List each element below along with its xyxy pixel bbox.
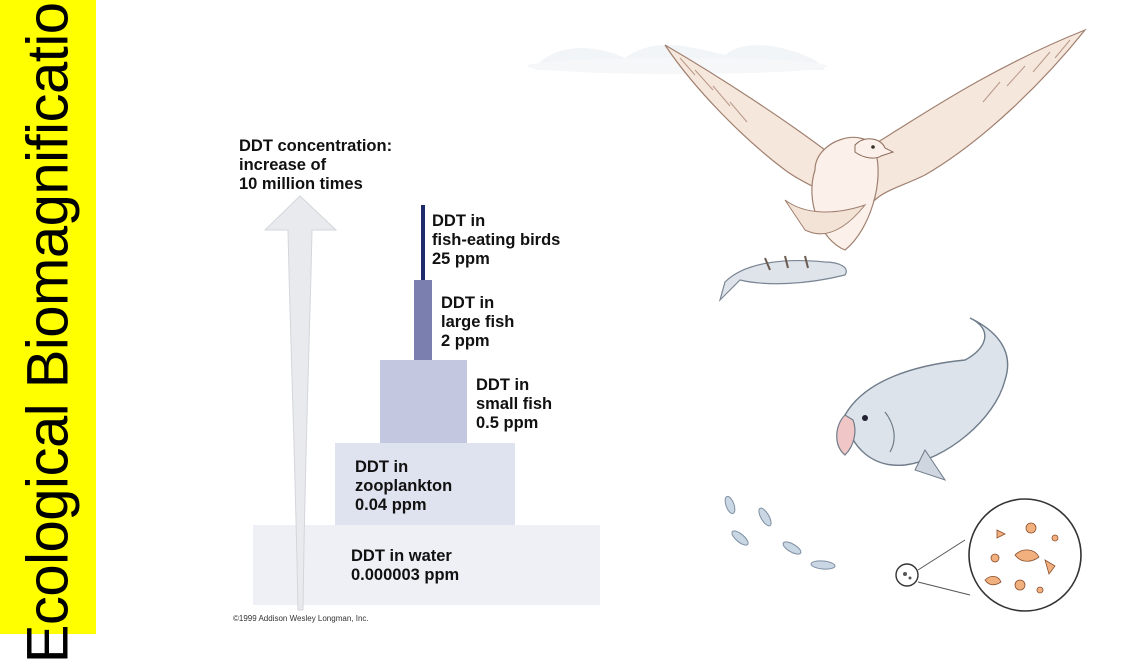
level-label-line: zooplankton xyxy=(355,477,452,496)
level-label-line: 25 ppm xyxy=(432,250,560,269)
level-label-line: DDT in water xyxy=(351,547,459,566)
level-label-line: small fish xyxy=(476,395,552,414)
birds-block xyxy=(421,205,425,280)
level-label-line: 0.000003 ppm xyxy=(351,566,459,585)
level-label-line: 0.5 ppm xyxy=(476,414,552,433)
level-label-line: fish-eating birds xyxy=(432,231,560,250)
arrow-label-line: DDT concentration: xyxy=(239,137,392,156)
level-label-line: large fish xyxy=(441,313,514,332)
level-label-line: 2 ppm xyxy=(441,332,514,351)
level-label-line: 0.04 ppm xyxy=(355,496,452,515)
arrow-label: DDT concentration: increase of 10 millio… xyxy=(239,137,392,194)
level-label-line: DDT in xyxy=(355,458,452,477)
small-fish-illustration xyxy=(723,495,835,570)
arrow-label-line: 10 million times xyxy=(239,175,392,194)
large-fish-illustration xyxy=(837,318,1008,480)
biomagnification-figure: DDT concentration: increase of 10 millio… xyxy=(225,0,1125,634)
large-fish-block xyxy=(414,280,432,360)
page-title: Ecological Biomagnification xyxy=(15,0,82,663)
level-label-line: DDT in xyxy=(432,212,560,231)
level-label-large-fish: DDT in large fish 2 ppm xyxy=(441,294,514,351)
figure-drawing xyxy=(225,0,1125,634)
title-bar: Ecological Biomagnification xyxy=(0,0,96,634)
level-label-zooplankton: DDT in zooplankton 0.04 ppm xyxy=(355,458,452,515)
plankton-illustration xyxy=(896,499,1081,611)
level-label-birds: DDT in fish-eating birds 25 ppm xyxy=(432,212,560,269)
level-label-line: DDT in xyxy=(476,376,552,395)
small-fish-block xyxy=(380,360,467,443)
arrow-label-line: increase of xyxy=(239,156,392,175)
level-label-line: DDT in xyxy=(441,294,514,313)
level-label-water: DDT in water 0.000003 ppm xyxy=(351,547,459,585)
copyright-notice: ©1999 Addison Wesley Longman, Inc. xyxy=(233,614,369,623)
level-label-small-fish: DDT in small fish 0.5 ppm xyxy=(476,376,552,433)
